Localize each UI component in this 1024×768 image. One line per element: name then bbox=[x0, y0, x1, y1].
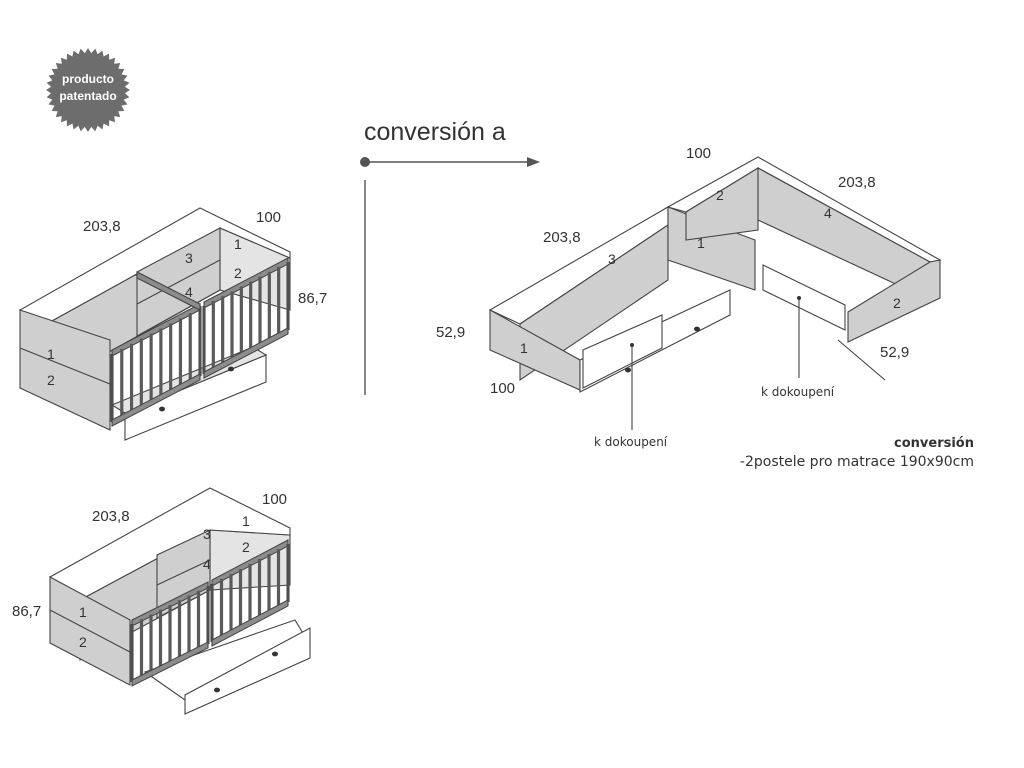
bed-right-end bbox=[847, 259, 941, 343]
panel-label-3: 3 bbox=[185, 250, 193, 266]
panel-label-1b: 1 bbox=[520, 340, 528, 356]
labels: 203,8 100 86,7 1 2 3 4 1 2 bbox=[12, 491, 287, 650]
callout-dot-right bbox=[797, 296, 801, 300]
dim-width-bottom: 100 bbox=[490, 380, 515, 397]
patent-badge: producto patentado bbox=[46, 48, 130, 132]
panel-label-1: 1 bbox=[79, 604, 87, 620]
dim-height-right: 52,9 bbox=[880, 344, 909, 361]
dim-width: 100 bbox=[262, 491, 287, 508]
figure-conversion-beds: 100 203,8 203,8 52,9 52,9 100 2 4 3 1 2 … bbox=[436, 145, 942, 449]
conversion-heading: conversión bbox=[894, 436, 974, 451]
drawer-front bbox=[184, 627, 311, 715]
dim-length: 203,8 bbox=[92, 508, 130, 525]
dim-width: 100 bbox=[256, 209, 281, 226]
dim-leader bbox=[837, 339, 886, 381]
accessory-rail-right bbox=[762, 264, 846, 331]
dim-height: 86,7 bbox=[12, 603, 41, 620]
front-slat-rails bbox=[110, 257, 290, 427]
panel-label-3: 3 bbox=[203, 526, 211, 542]
panel-label-4: 4 bbox=[185, 284, 193, 300]
panel-label-1b: 1 bbox=[234, 236, 242, 252]
labels: 100 203,8 203,8 52,9 52,9 100 2 4 3 1 2 … bbox=[436, 145, 909, 449]
dim-length-left: 203,8 bbox=[543, 229, 581, 246]
drawer-knob-icon bbox=[625, 367, 631, 373]
panel-label-2: 2 bbox=[79, 634, 87, 650]
conversion-note: conversión -2postele pro matrace 190x90c… bbox=[740, 436, 974, 470]
bed-right-back-wall-short bbox=[685, 167, 759, 241]
dim-height-left: 52,9 bbox=[436, 324, 465, 341]
callout-text-left: k dokoupení bbox=[594, 435, 668, 449]
panel-label-2b: 2 bbox=[893, 295, 901, 311]
badge-line-2: patentado bbox=[59, 89, 116, 103]
arrow-right-icon bbox=[527, 157, 540, 167]
dim-width-top: 100 bbox=[686, 145, 711, 162]
left-end-seam bbox=[49, 609, 131, 653]
labels: 203,8 100 86,7 1 2 3 4 1 2 bbox=[47, 209, 327, 388]
drawer-knob-icon bbox=[159, 406, 165, 412]
panel-label-1: 1 bbox=[47, 346, 55, 362]
drawer-knob-icon bbox=[214, 687, 220, 693]
drawer-knob-icon bbox=[228, 366, 234, 372]
dim-length-right: 203,8 bbox=[838, 174, 876, 191]
conversion-description: -2postele pro matrace 190x90cm bbox=[740, 454, 974, 470]
drawer-knob-icon bbox=[694, 326, 700, 332]
panel-label-2: 2 bbox=[47, 372, 55, 388]
panel-label-4: 4 bbox=[203, 556, 211, 572]
panel-label-1b: 1 bbox=[242, 513, 250, 529]
accessory-rail-left bbox=[582, 314, 663, 389]
left-end-panel bbox=[19, 309, 111, 431]
panel-label-1: 1 bbox=[697, 235, 705, 251]
divider-seam bbox=[156, 559, 211, 586]
conversion-header: conversión a bbox=[360, 118, 540, 395]
dim-height: 86,7 bbox=[298, 290, 327, 307]
figure-crib-closed: 203,8 100 86,7 1 2 3 4 1 2 bbox=[18, 207, 327, 441]
panel-label-2: 2 bbox=[716, 187, 724, 203]
callout-text-right: k dokoupení bbox=[761, 385, 835, 399]
badge-line-1: producto bbox=[62, 72, 114, 86]
figure-crib-drawer-open: 203,8 100 86,7 1 2 3 4 1 2 bbox=[12, 487, 311, 715]
drawer-knob-icon bbox=[272, 651, 278, 657]
panel-label-2b: 2 bbox=[242, 539, 250, 555]
left-end-seam bbox=[19, 347, 111, 385]
conversion-title: conversión a bbox=[364, 118, 506, 146]
callout-dot-left bbox=[630, 343, 634, 347]
divider-panel bbox=[156, 529, 211, 619]
panel-label-2b: 2 bbox=[234, 265, 242, 281]
divider-seam bbox=[136, 259, 221, 305]
front-slat-rails bbox=[130, 539, 290, 687]
panel-label-4: 4 bbox=[824, 205, 832, 221]
dim-length: 203,8 bbox=[83, 218, 121, 235]
panel-label-3: 3 bbox=[608, 251, 616, 267]
badge-seal-shape bbox=[46, 48, 130, 132]
